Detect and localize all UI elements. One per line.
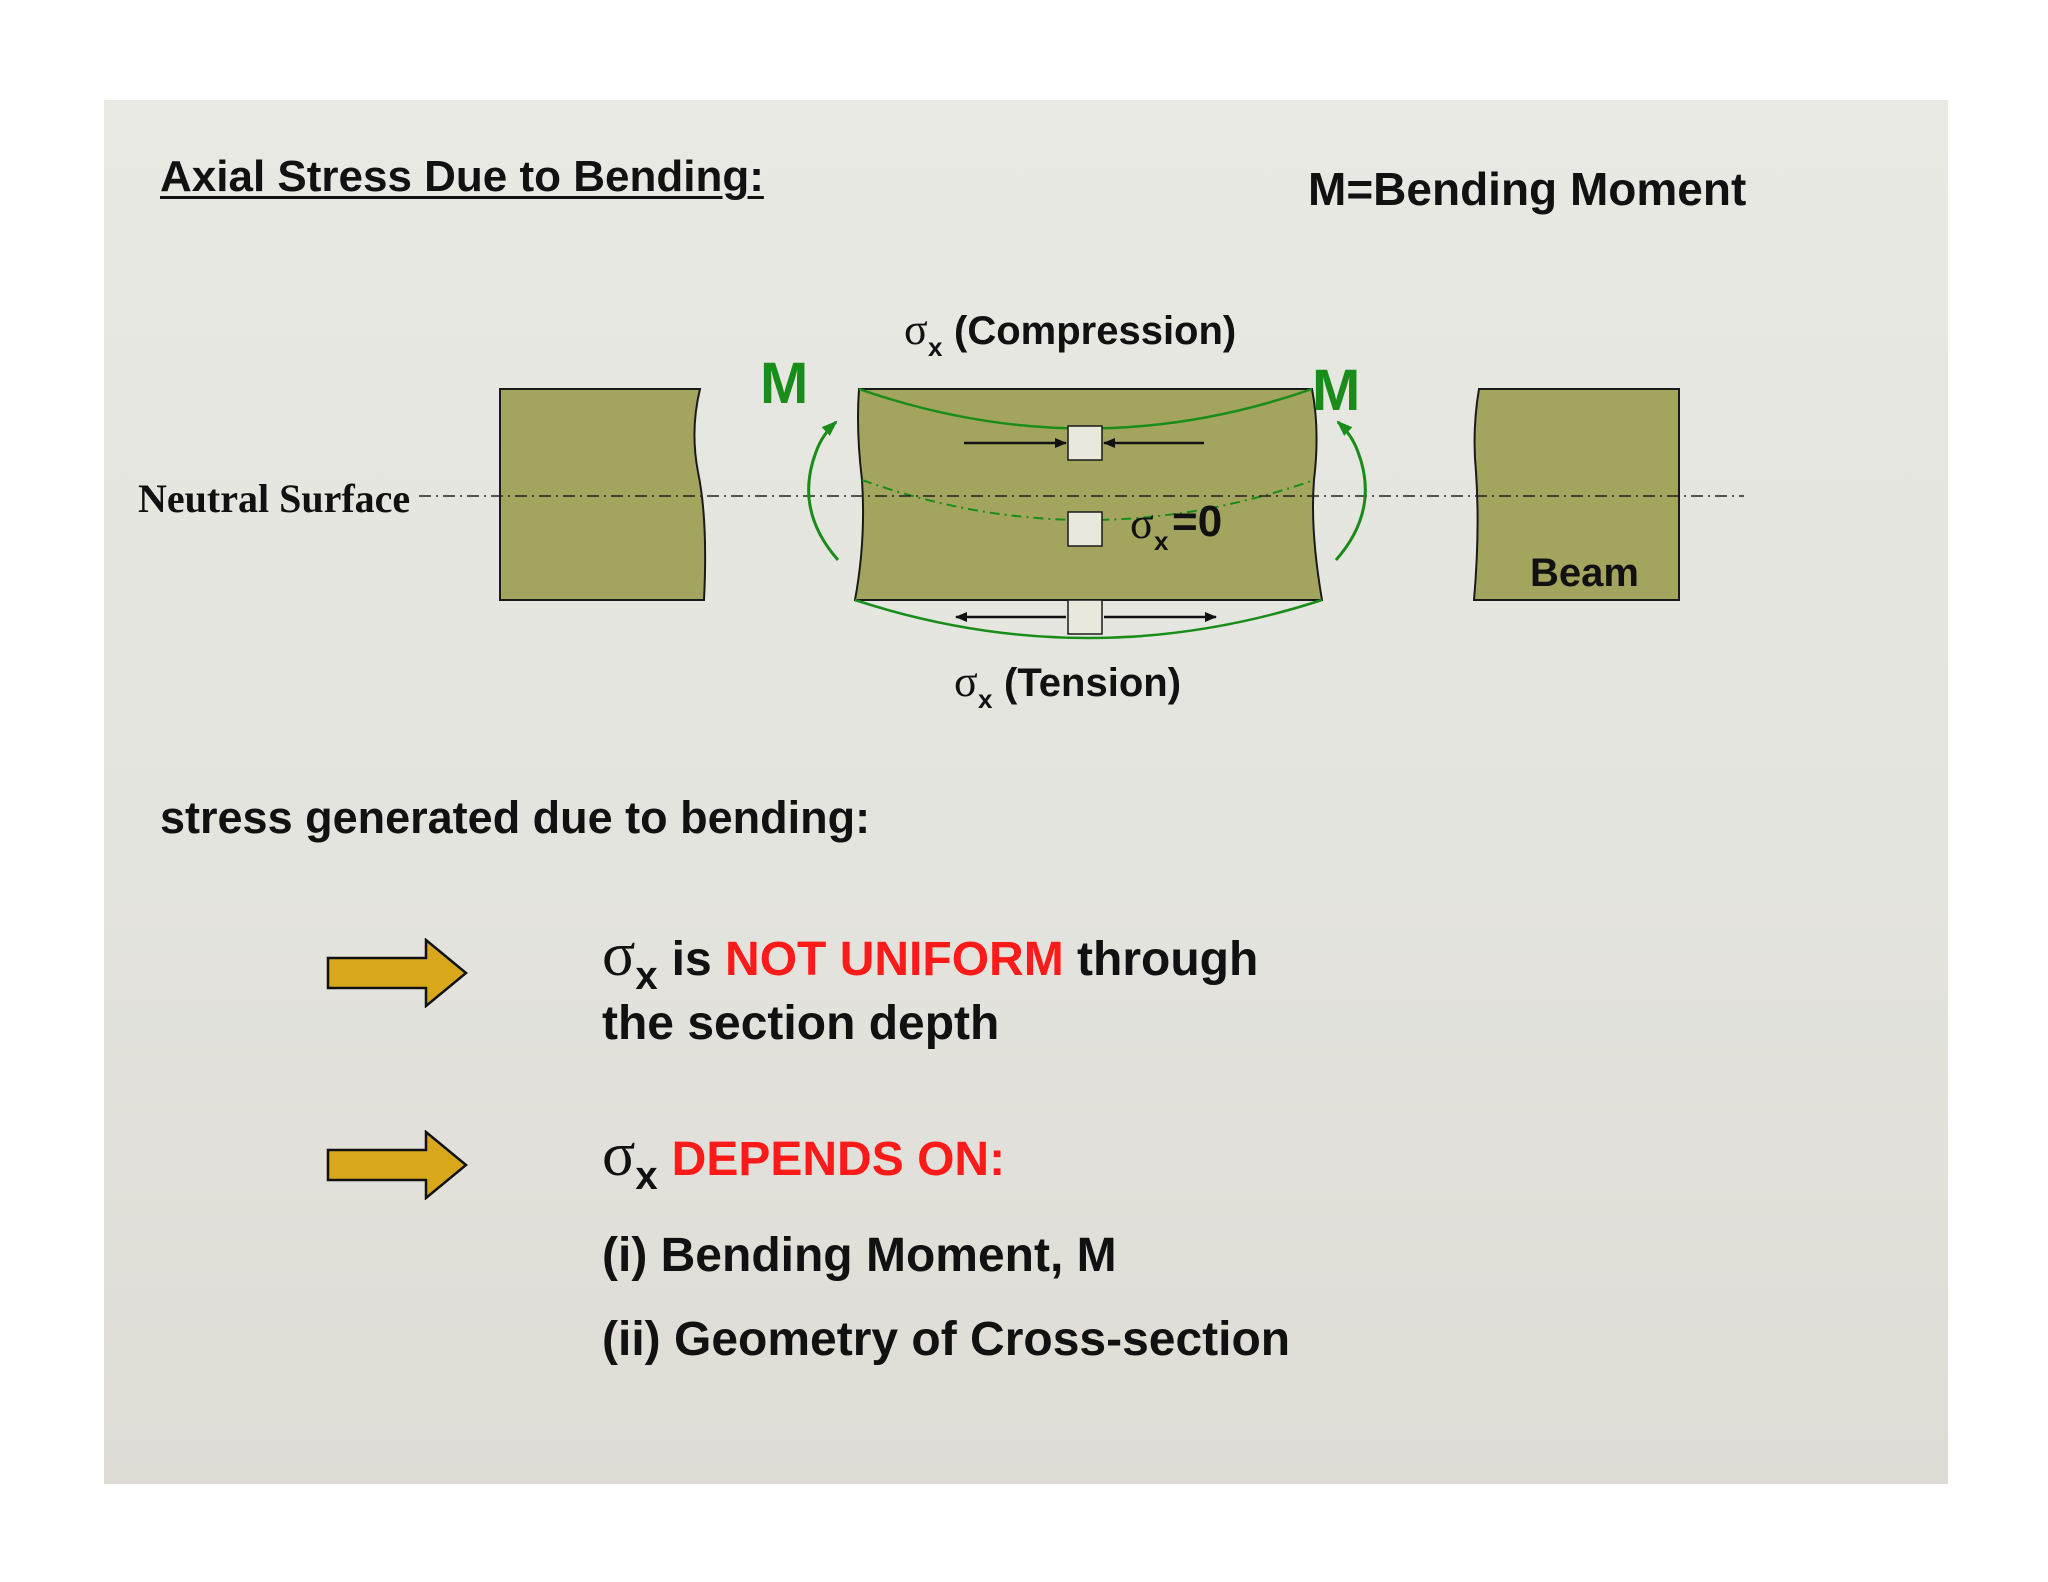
left-moment-label: M	[760, 351, 808, 416]
bullet-2-item-2: (ii) Geometry of Cross-section	[602, 1313, 1291, 1366]
sigma-neutral-symbol: σ	[1130, 499, 1154, 548]
neutral-stress-label: =0	[1172, 497, 1222, 546]
right-moment-icon	[1334, 420, 1367, 561]
slide: Axial Stress Due to Bending: M=Bending M…	[104, 100, 1948, 1484]
moment-legend: M=Bending Moment	[1308, 163, 1747, 215]
right-moment-label: M	[1312, 358, 1360, 423]
bullet-2-sigma: σ	[602, 1121, 636, 1189]
sigma-compression-subscript: x	[928, 332, 943, 362]
compression-element	[1067, 425, 1103, 461]
bullet-1-line-2: the section depth	[602, 997, 1000, 1050]
sigma-tension-subscript: x	[978, 684, 993, 714]
bullet-2-line-1: σx DEPENDS ON:	[602, 1120, 1006, 1198]
beam-bending-diagram: M M σ x (Compression) σ x (Tension) σ x …	[138, 305, 1744, 714]
intro-text: stress generated due to bending:	[160, 792, 871, 843]
sigma-tension-symbol: σ	[954, 657, 978, 706]
right-beam-segment	[1472, 388, 1680, 601]
left-moment-icon	[807, 420, 840, 561]
sigma-compression-symbol: σ	[904, 305, 928, 354]
bent-beam-segment	[853, 388, 1324, 601]
bullet-1-subscript: x	[635, 954, 658, 998]
bullet-1-before: is	[671, 933, 712, 986]
slide-title: Axial Stress Due to Bending:	[160, 152, 764, 201]
bullet-2-right-arrow-icon	[326, 1130, 468, 1200]
bullet-1-highlight: NOT UNIFORM	[725, 933, 1064, 986]
bullet-2-subscript: x	[635, 1154, 658, 1198]
tension-element	[1067, 599, 1103, 635]
bullet-2-item-1: (i) Bending Moment, M	[602, 1229, 1117, 1282]
bullet-1-sigma: σ	[602, 921, 636, 989]
tension-label: (Tension)	[1004, 661, 1181, 705]
sigma-neutral-subscript: x	[1154, 526, 1169, 556]
neutral-element	[1067, 511, 1103, 547]
bullet-2-highlight: DEPENDS ON:	[671, 1133, 1006, 1186]
bottom-curvature-line	[854, 598, 1323, 640]
bullet-1-after: through	[1077, 933, 1259, 986]
left-beam-segment	[499, 388, 707, 601]
bullet-1-right-arrow-icon	[326, 938, 468, 1008]
beam-label: Beam	[1530, 551, 1639, 595]
compression-label: (Compression)	[954, 309, 1236, 353]
neutral-surface-label: Neutral Surface	[138, 476, 410, 521]
